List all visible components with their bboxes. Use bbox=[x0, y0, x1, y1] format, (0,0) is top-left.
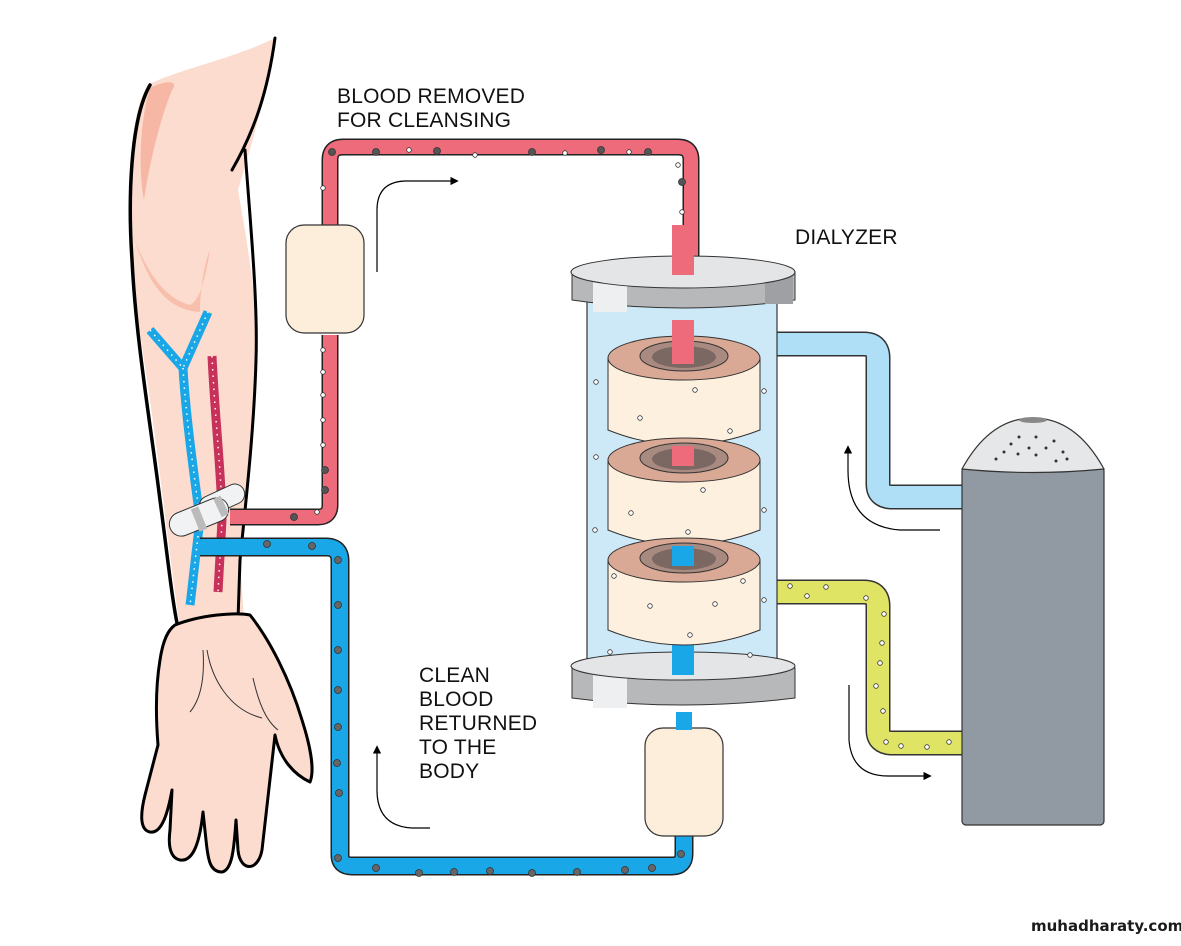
membrane-disk-1 bbox=[607, 334, 761, 446]
needle-tape bbox=[168, 483, 246, 537]
dialyzer-label: DIALYZER bbox=[795, 226, 898, 249]
dialysis-machine bbox=[961, 417, 1105, 826]
membrane-disk-2 bbox=[607, 437, 761, 546]
dialysate-inflow-tube bbox=[775, 331, 962, 510]
pump-top bbox=[285, 224, 365, 334]
dialysate-out-arrow bbox=[848, 685, 932, 781]
pump-connector bbox=[676, 712, 692, 730]
dialysate-in-arrow bbox=[843, 445, 940, 531]
machine-vent-dots bbox=[994, 435, 1069, 463]
dialysate-outflow-tube bbox=[775, 579, 962, 756]
pump-bottom bbox=[644, 727, 724, 837]
venous-flow-arrow bbox=[372, 745, 430, 829]
hand bbox=[140, 612, 314, 874]
clean-blood-label: CLEAN BLOOD RETURNED TO THE BODY bbox=[419, 664, 538, 783]
dialyzer bbox=[570, 225, 796, 708]
watermark: muhadharaty.com bbox=[1031, 917, 1181, 935]
venous-line bbox=[200, 537, 694, 877]
membrane-disk-3 bbox=[607, 537, 761, 646]
arterial-line bbox=[230, 138, 700, 526]
blood-cells bbox=[290, 146, 686, 521]
blood-removed-label: BLOOD REMOVED FOR CLEANSING bbox=[337, 85, 526, 132]
arterial-flow-arrow bbox=[376, 176, 459, 272]
